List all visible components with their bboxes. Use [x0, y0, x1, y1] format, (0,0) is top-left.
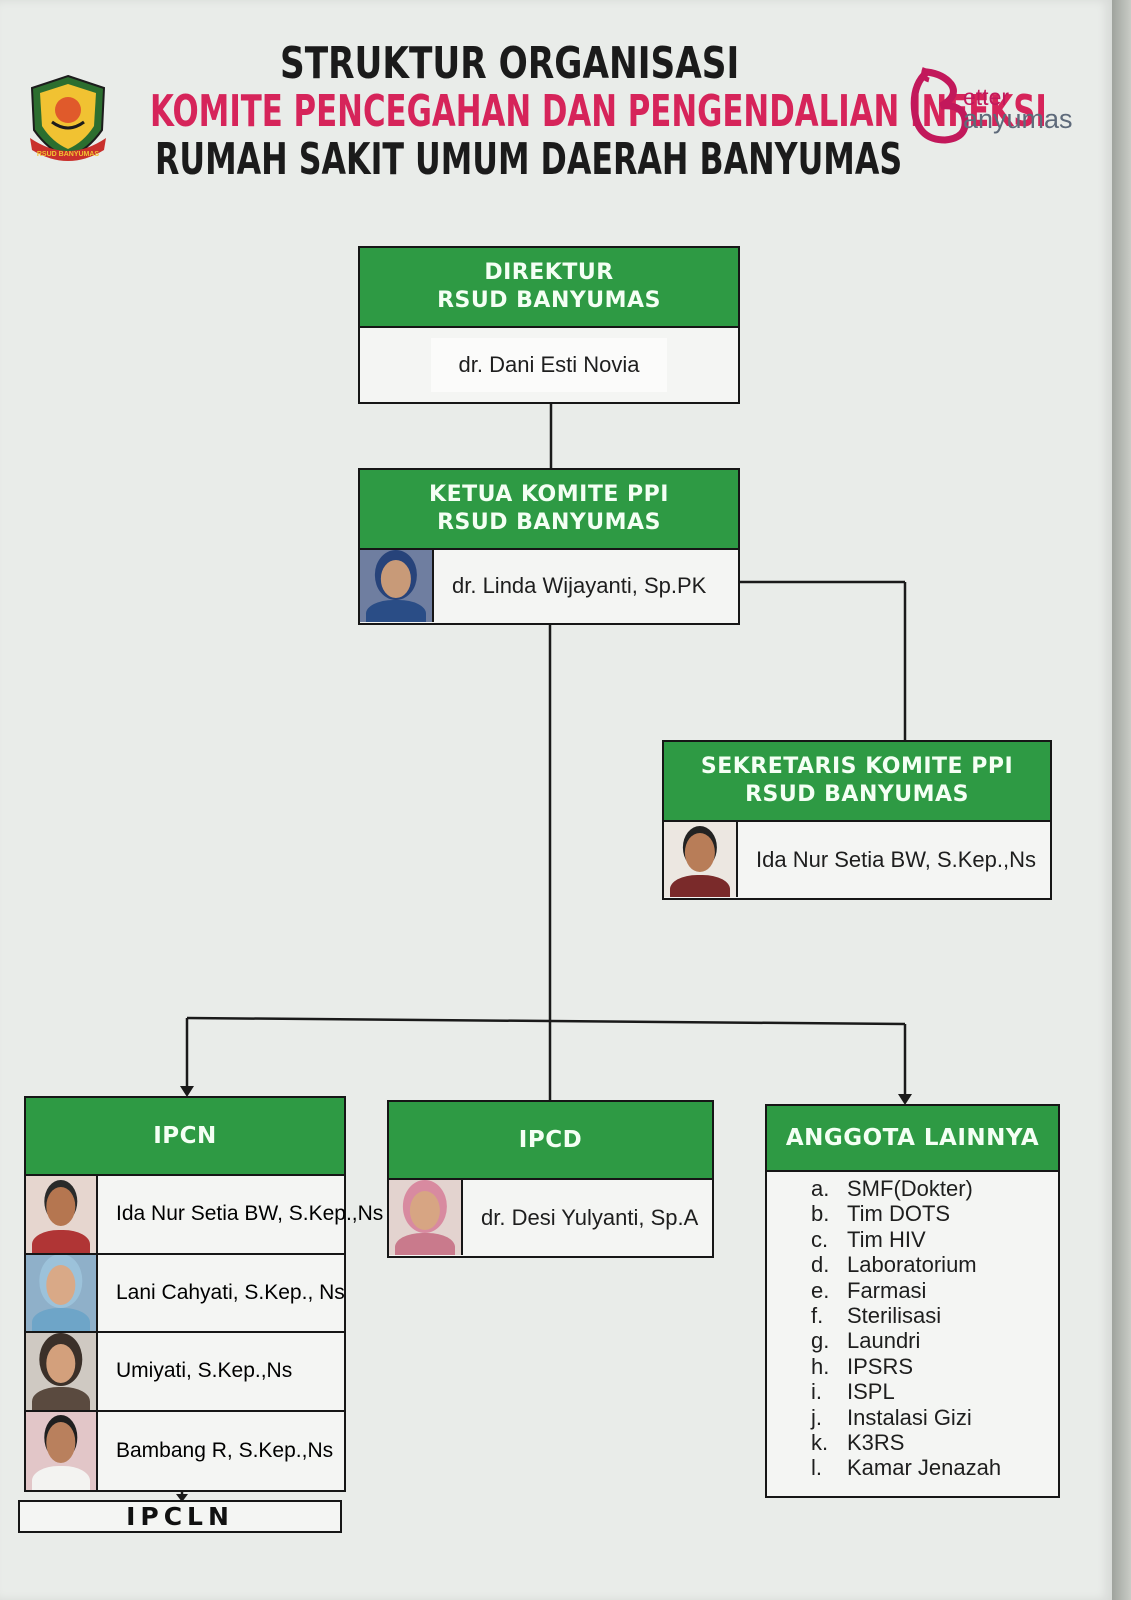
ipcn-member-photo — [26, 1254, 98, 1331]
ipcn-header: IPCN — [26, 1098, 344, 1176]
ketua-photo — [360, 550, 434, 622]
arrow-head-ipcn — [180, 1086, 194, 1097]
anggota-item: b.Tim DOTS — [811, 1201, 951, 1227]
regency-emblem-logo: RSUD BANYUMAS — [30, 74, 106, 161]
anggota-header: ANGGOTA LAINNYA — [767, 1106, 1058, 1172]
logo-word-anyumas: anyumas — [963, 104, 1073, 134]
ipcd-photo — [389, 1180, 463, 1255]
sekretaris-title-2: RSUD BANYUMAS — [745, 782, 969, 807]
direktur-title-2: RSUD BANYUMAS — [437, 288, 661, 313]
ketua-title-1: KETUA KOMITE PPI — [429, 482, 669, 507]
ipcd-name: dr. Desi Yulyanti, Sp.A — [481, 1204, 699, 1230]
direktur-box: DIREKTUR RSUD BANYUMAS dr. Dani Esti Nov… — [358, 246, 740, 404]
sekretaris-photo — [664, 822, 738, 897]
anggota-lainnya-box: ANGGOTA LAINNYA a.SMF(Dokter) b.Tim DOTS… — [765, 1104, 1060, 1498]
anggota-item: e.Farmasi — [811, 1277, 927, 1303]
anggota-item: k.K3RS — [811, 1430, 905, 1456]
arrow-head-anggota — [898, 1094, 912, 1105]
ipcn-member-row: Umiyati, S.Kep.,Ns — [26, 1333, 344, 1412]
anggota-item: i.ISPL — [811, 1379, 895, 1405]
anggota-item: a.SMF(Dokter) — [811, 1176, 973, 1201]
ketua-name: dr. Linda Wijayanti, Sp.PK — [452, 573, 707, 598]
ipcn-member-photo — [26, 1176, 98, 1253]
anggota-item: f.Sterilisasi — [811, 1303, 942, 1329]
anggota-item: j.Instalasi Gizi — [811, 1404, 972, 1430]
ipcn-member-row: Lani Cahyati, S.Kep., Ns — [26, 1254, 345, 1333]
board-edge — [1112, 0, 1131, 1600]
ipcn-member-row: Ida Nur Setia BW, S.Kep.,Ns — [26, 1176, 383, 1255]
ipcn-box: IPCN Ida Nur Setia BW, S.Kep.,Ns Lani Ca… — [24, 1096, 383, 1492]
arrow-head-ipcln — [176, 1494, 188, 1502]
line-branch-horizontal — [186, 1016, 906, 1026]
ipcn-member-name: Umiyati, S.Kep.,Ns — [116, 1359, 293, 1383]
ipcn-member-photo — [26, 1411, 98, 1490]
emblem-ribbon-text: RSUD BANYUMAS — [37, 151, 100, 158]
ipcd-box: IPCD dr. Desi Yulyanti, Sp.A — [387, 1100, 714, 1258]
logo-word-etter: etter — [963, 84, 1010, 110]
title-line-1: STRUKTUR ORGANISASI — [280, 38, 740, 89]
ipcn-member-name: Ida Nur Setia BW, S.Kep.,Ns — [116, 1202, 384, 1226]
ipcd-header: IPCD — [389, 1102, 712, 1180]
sekretaris-name: Ida Nur Setia BW, S.Kep.,Ns — [756, 846, 1037, 872]
title-line-3: RUMAH SAKIT UMUM DAERAH BANYUMAS — [155, 134, 903, 185]
ketua-title-2: RSUD BANYUMAS — [437, 510, 661, 535]
ketua-box: KETUA KOMITE PPI RSUD BANYUMAS dr. Linda… — [358, 468, 740, 625]
ipcn-member-row: Bambang R, S.Kep.,Ns — [26, 1411, 344, 1490]
sekretaris-title-1: SEKRETARIS KOMITE PPI — [700, 754, 1014, 779]
title-line-2: KOMITE PENCEGAHAN DAN PENGENDALIAN INFEK… — [150, 86, 1047, 137]
ipcn-member-name: Lani Cahyati, S.Kep., Ns — [116, 1280, 345, 1304]
anggota-item: c.Tim HIV — [811, 1226, 926, 1252]
anggota-list: a.SMF(Dokter) b.Tim DOTS c.Tim HIV d.Lab… — [767, 1172, 1058, 1481]
ketua-header: KETUA KOMITE PPI RSUD BANYUMAS — [360, 470, 738, 550]
direktur-name: dr. Dani Esti Novia — [430, 337, 668, 392]
better-banyumas-logo: etter anyumas — [905, 66, 1095, 146]
direktur-header: DIREKTUR RSUD BANYUMAS — [360, 248, 738, 328]
sekretaris-box: SEKRETARIS KOMITE PPI RSUD BANYUMAS Ida … — [662, 740, 1052, 900]
direktur-title-1: DIREKTUR — [484, 260, 614, 285]
sekretaris-header: SEKRETARIS KOMITE PPI RSUD BANYUMAS — [664, 742, 1050, 822]
anggota-item: d.Laboratorium — [811, 1252, 977, 1278]
b-swirl-icon — [910, 67, 969, 144]
anggota-item: g.Laundri — [811, 1328, 921, 1354]
ipcln-box: IPCLN — [18, 1500, 342, 1533]
anggota-item: h.IPSRS — [811, 1353, 914, 1379]
ipcn-member-name: Bambang R, S.Kep.,Ns — [116, 1438, 334, 1462]
anggota-item: l.Kamar Jenazah — [811, 1455, 1002, 1481]
ipcn-member-photo — [26, 1333, 98, 1410]
